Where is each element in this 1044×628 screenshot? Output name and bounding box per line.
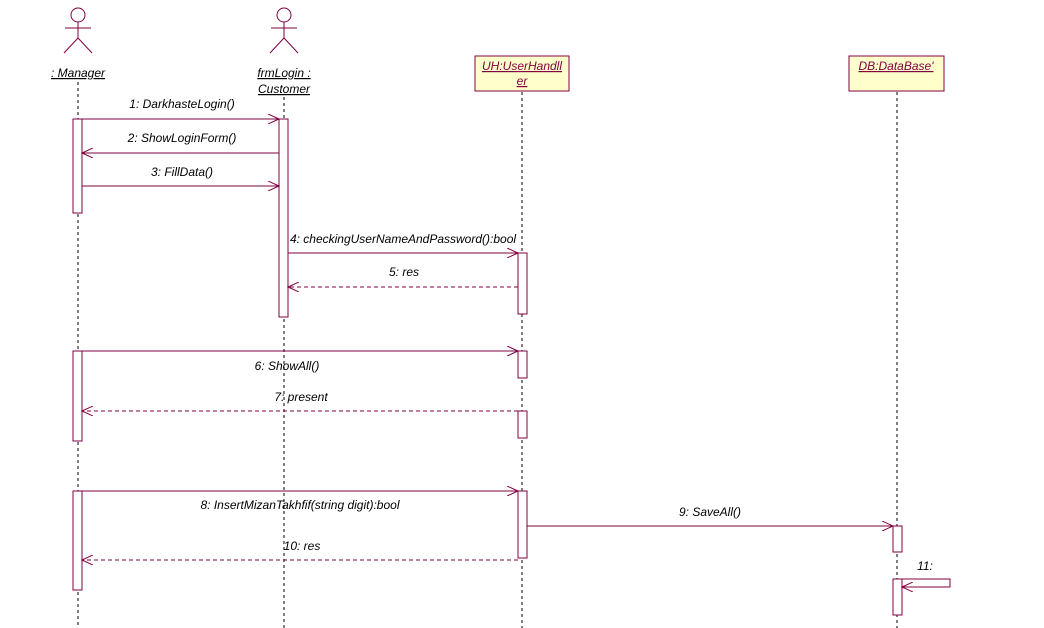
activation-bar-userhandler — [517, 490, 528, 559]
message-5[interactable]: 5: res — [288, 265, 518, 287]
message-label: 6: ShowAll() — [255, 359, 320, 373]
message-label: 5: res — [389, 265, 419, 279]
message-arrow — [902, 578, 951, 587]
stick-figure-icon — [63, 7, 93, 54]
message-9[interactable]: 9: SaveAll() — [527, 505, 893, 526]
message-label: 7: present — [274, 390, 328, 404]
object-name-userhandler-line2: er — [517, 74, 529, 88]
message-label: 10: res — [284, 539, 321, 553]
message-7[interactable]: 7: present — [82, 390, 518, 411]
activation-bar-manager — [72, 490, 83, 591]
activation-bar-manager — [72, 350, 83, 442]
activation-bar-database — [892, 525, 903, 553]
message-label: 1: DarkhasteLogin() — [129, 97, 234, 111]
message-label: 8: InsertMizanTakhfif(string digit):bool — [201, 498, 400, 512]
message-2[interactable]: 2: ShowLoginForm() — [82, 131, 279, 153]
message-label: 2: ShowLoginForm() — [127, 131, 237, 145]
object-database[interactable]: DB:DataBase' — [848, 55, 945, 92]
activation-bar-manager — [72, 118, 83, 214]
message-label: 4: checkingUserNameAndPassword():bool — [290, 232, 516, 246]
object-name-database: DB:DataBase' — [859, 59, 935, 73]
message-4[interactable]: 4: checkingUserNameAndPassword():bool — [288, 232, 518, 253]
object-box — [848, 55, 945, 92]
actor-manager[interactable]: : Manager — [51, 7, 106, 80]
message-1[interactable]: 1: DarkhasteLogin() — [82, 97, 279, 119]
object-name-userhandler-line1: UH:UserHandll — [482, 59, 562, 73]
message-6[interactable]: 6: ShowAll() — [82, 351, 518, 373]
message-3[interactable]: 3: FillData() — [82, 165, 279, 186]
message-8[interactable]: 8: InsertMizanTakhfif(string digit):bool — [82, 491, 518, 512]
message-label: 11: — [917, 559, 933, 573]
object-userhandler[interactable]: UH:UserHandll er — [474, 55, 570, 92]
actor-name-frmlogin-line2: Customer — [258, 82, 311, 96]
activation-bar-frmlogin — [278, 118, 289, 318]
stick-figure-icon — [269, 7, 299, 54]
object-box — [474, 55, 570, 92]
message-label: 3: FillData() — [151, 165, 213, 179]
activation-bar-userhandler — [517, 350, 528, 379]
activation-bar-userhandler — [517, 252, 528, 315]
message-11[interactable]: 11: — [902, 559, 951, 587]
actor-frmlogin[interactable]: frmLogin : Customer — [257, 7, 311, 96]
actor-name-manager: : Manager — [51, 66, 106, 80]
activation-bar-userhandler — [517, 410, 528, 439]
activation-bar-database — [892, 578, 903, 616]
message-10[interactable]: 10: res — [82, 539, 518, 560]
message-label: 9: SaveAll() — [679, 505, 741, 519]
actor-name-frmlogin-line1: frmLogin : — [257, 66, 310, 80]
